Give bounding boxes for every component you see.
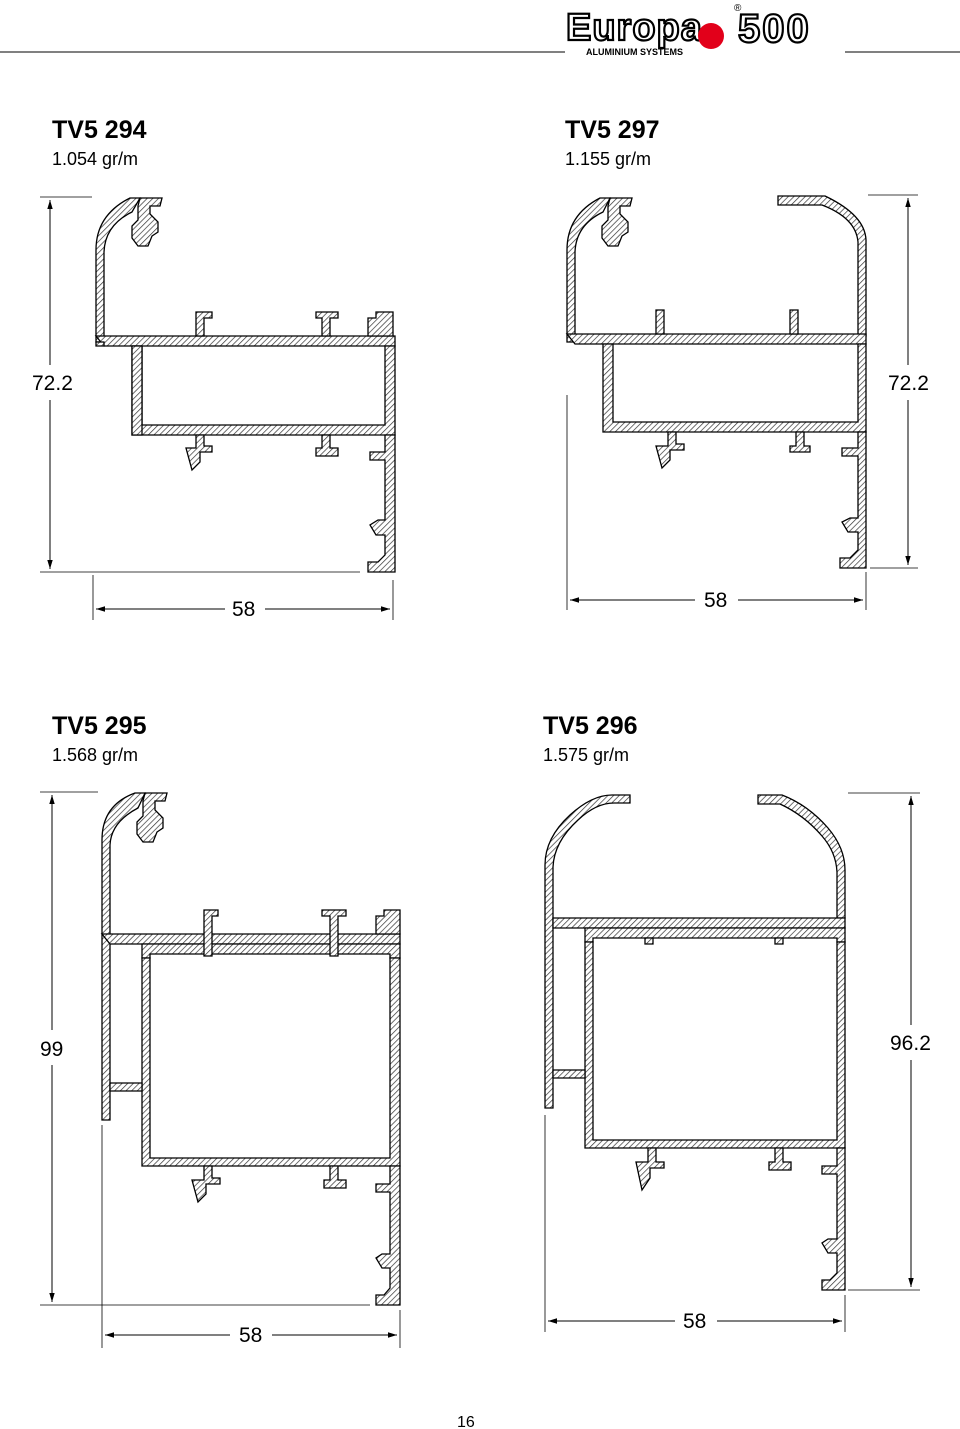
dimension-width-label: 58 [239, 1324, 262, 1347]
brand-registered: ® [734, 3, 742, 14]
brand-logo: Europa ® 500 ALUMINIUM SYSTEMS [565, 3, 811, 57]
dimension-width: 58 [544, 1115, 846, 1333]
brand-sub: ALUMINIUM SYSTEMS [586, 47, 683, 57]
profile-weight: 1.054 gr/m [52, 149, 138, 169]
dimension-height-label: 72.2 [32, 372, 73, 395]
dimension-width: 58 [92, 575, 394, 621]
brand-main: Europa [566, 7, 703, 49]
dimension-height-label: 72.2 [888, 372, 929, 395]
dimension-height: 96.2 [848, 792, 931, 1291]
dimension-width: 58 [566, 395, 867, 612]
dimension-width-label: 58 [683, 1310, 706, 1333]
dimension-width-label: 58 [704, 589, 727, 612]
profile-code: TV5 295 [52, 712, 147, 740]
dimension-width: 58 [101, 1125, 401, 1348]
profile-section-drawing [100, 792, 401, 1306]
profile-code: TV5 296 [543, 712, 638, 740]
profile-weight: 1.575 gr/m [543, 745, 629, 765]
brand-red-dot [698, 23, 724, 49]
profile-tv5-294: TV5 294 1.054 gr/m [32, 116, 396, 621]
dimension-height-label: 99 [40, 1038, 63, 1061]
dimension-height: 72.2 [32, 196, 360, 573]
profile-code: TV5 297 [565, 116, 660, 144]
profile-weight: 1.155 gr/m [565, 149, 651, 169]
profile-tv5-297: TV5 297 1.155 gr/m 72.2 [565, 116, 929, 612]
profile-tv5-296: TV5 296 1.575 gr/m [543, 712, 931, 1333]
dimension-height: 99 [40, 791, 370, 1306]
profile-section-drawing [544, 794, 846, 1291]
brand-number: 500 [738, 7, 811, 51]
dimension-height-label: 96.2 [890, 1032, 931, 1055]
profile-section-drawing [94, 197, 396, 573]
header: Europa ® 500 ALUMINIUM SYSTEMS [0, 3, 960, 57]
profile-tv5-295: TV5 295 1.568 gr/m [40, 712, 401, 1348]
dimension-width-label: 58 [232, 598, 255, 621]
page-number: 16 [457, 1414, 475, 1429]
profile-code: TV5 294 [52, 116, 147, 144]
dimension-height: 72.2 [868, 194, 929, 569]
profile-weight: 1.568 gr/m [52, 745, 138, 765]
profile-section-drawing [565, 195, 867, 569]
